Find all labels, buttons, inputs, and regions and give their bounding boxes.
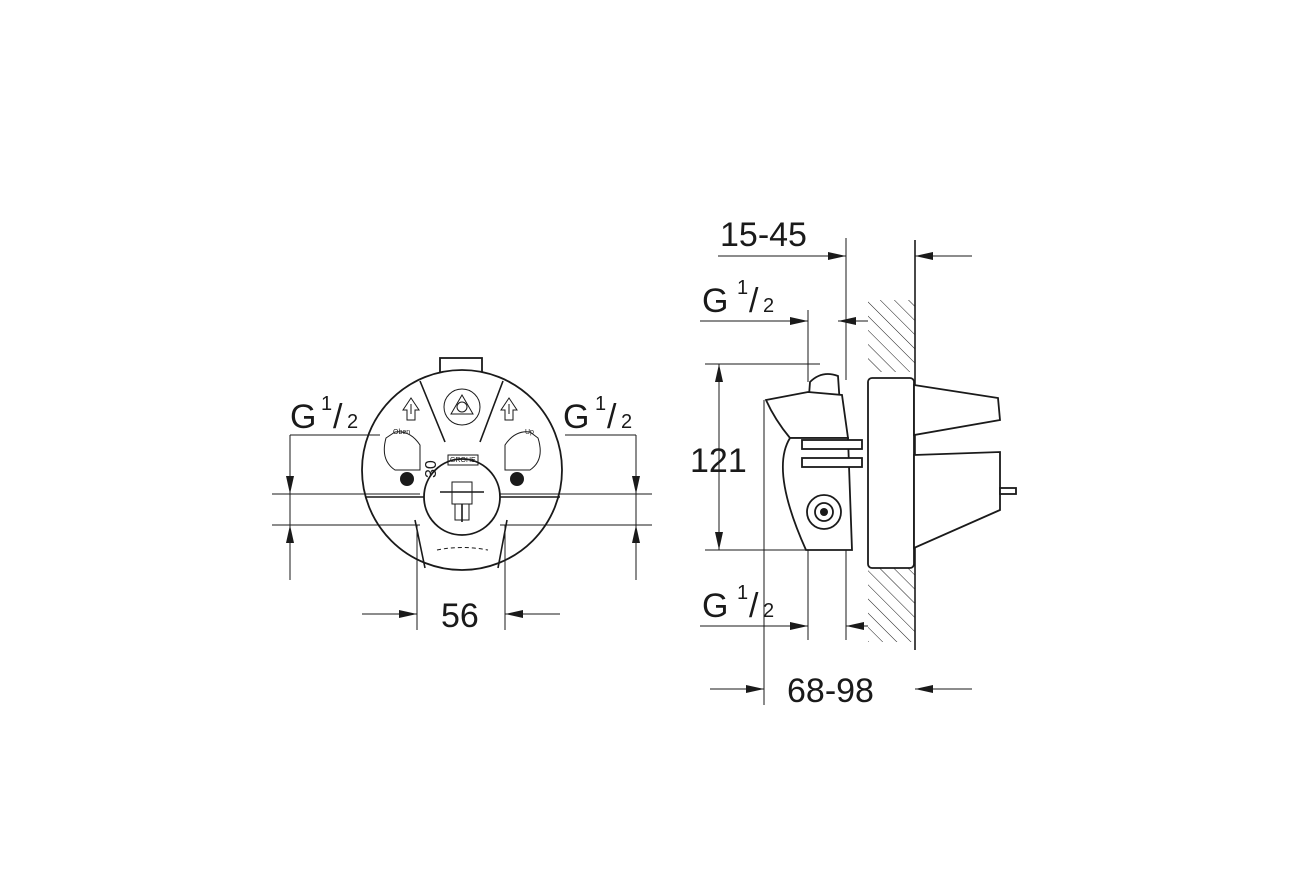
- spacer-1: [801, 439, 863, 450]
- total-depth-dimension: 68-98: [787, 672, 874, 710]
- right-mount-hole: [510, 472, 524, 486]
- thread-label-top: G 1 / 2: [702, 277, 774, 320]
- thread-label-bottom: G 1 / 2: [702, 582, 774, 625]
- body-lower: [781, 437, 853, 551]
- svg-text:G: G: [702, 587, 728, 625]
- thread-label-left: G 1 / 2: [290, 393, 358, 436]
- svg-text:/: /: [333, 398, 343, 436]
- svg-text:G: G: [702, 282, 728, 320]
- svg-text:G: G: [563, 398, 589, 436]
- svg-text:2: 2: [763, 600, 774, 622]
- logo-text: GROHE: [450, 457, 476, 464]
- height-dimension: 121: [690, 442, 747, 480]
- svg-text:G: G: [290, 398, 316, 436]
- wall-hatch-top: [868, 300, 915, 372]
- handle-lower: [913, 451, 1001, 550]
- wall-hatch-bottom: [868, 566, 915, 642]
- left-up-arrow-icon: [402, 397, 420, 421]
- svg-text:2: 2: [763, 295, 774, 317]
- right-up-arrow-icon: [500, 397, 518, 421]
- svg-text:/: /: [749, 587, 759, 625]
- width-dimension: 56: [441, 597, 479, 635]
- depth-dimension: 15-45: [720, 216, 807, 254]
- svg-text:1: 1: [321, 393, 332, 415]
- svg-text:2: 2: [347, 411, 358, 433]
- svg-text:1: 1: [595, 393, 606, 415]
- left-lobe: [383, 431, 421, 471]
- thread-label-right: G 1 / 2: [563, 393, 632, 436]
- front-view: Oben Up GROHE 30 G 1 / 2: [272, 357, 652, 635]
- left-arrow-label: Oben: [393, 429, 410, 436]
- side-view: 15-45 G 1 / 2 121 G 1 / 2: [690, 216, 1017, 710]
- angle-label: 30: [423, 460, 440, 478]
- logo-box: [447, 454, 479, 466]
- grohe-medallion: [443, 388, 481, 426]
- svg-text:1: 1: [737, 277, 748, 299]
- mounting-plate: [867, 377, 915, 569]
- svg-text:/: /: [749, 282, 759, 320]
- svg-text:1: 1: [737, 582, 748, 604]
- center-hub: [423, 458, 501, 536]
- svg-text:2: 2: [621, 411, 632, 433]
- handle-upper: [913, 383, 1001, 437]
- body-upper: [764, 391, 850, 439]
- triangle-icon: [450, 394, 474, 415]
- svg-text:/: /: [607, 398, 617, 436]
- left-mount-hole: [400, 472, 414, 486]
- stem: [999, 487, 1017, 495]
- right-arrow-label: Up: [525, 429, 534, 436]
- right-lobe: [504, 431, 541, 471]
- spacer-2: [801, 457, 863, 468]
